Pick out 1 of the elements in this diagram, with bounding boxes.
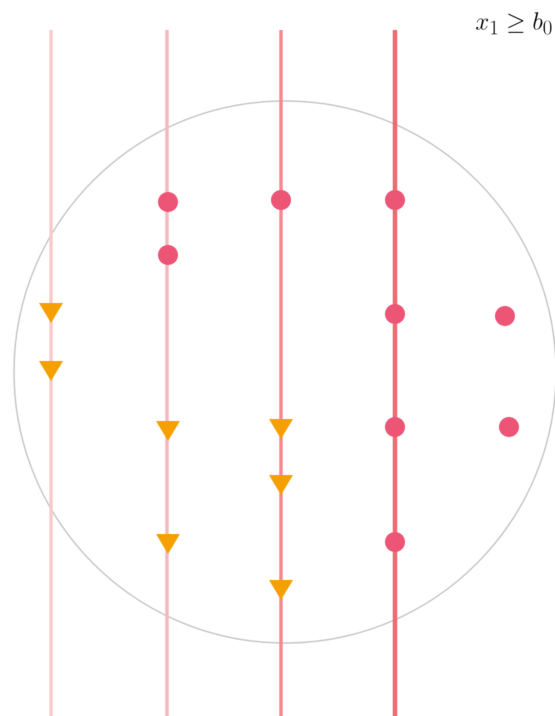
formula-label: $x_1 \geq b_0$ bbox=[476, 12, 552, 35]
